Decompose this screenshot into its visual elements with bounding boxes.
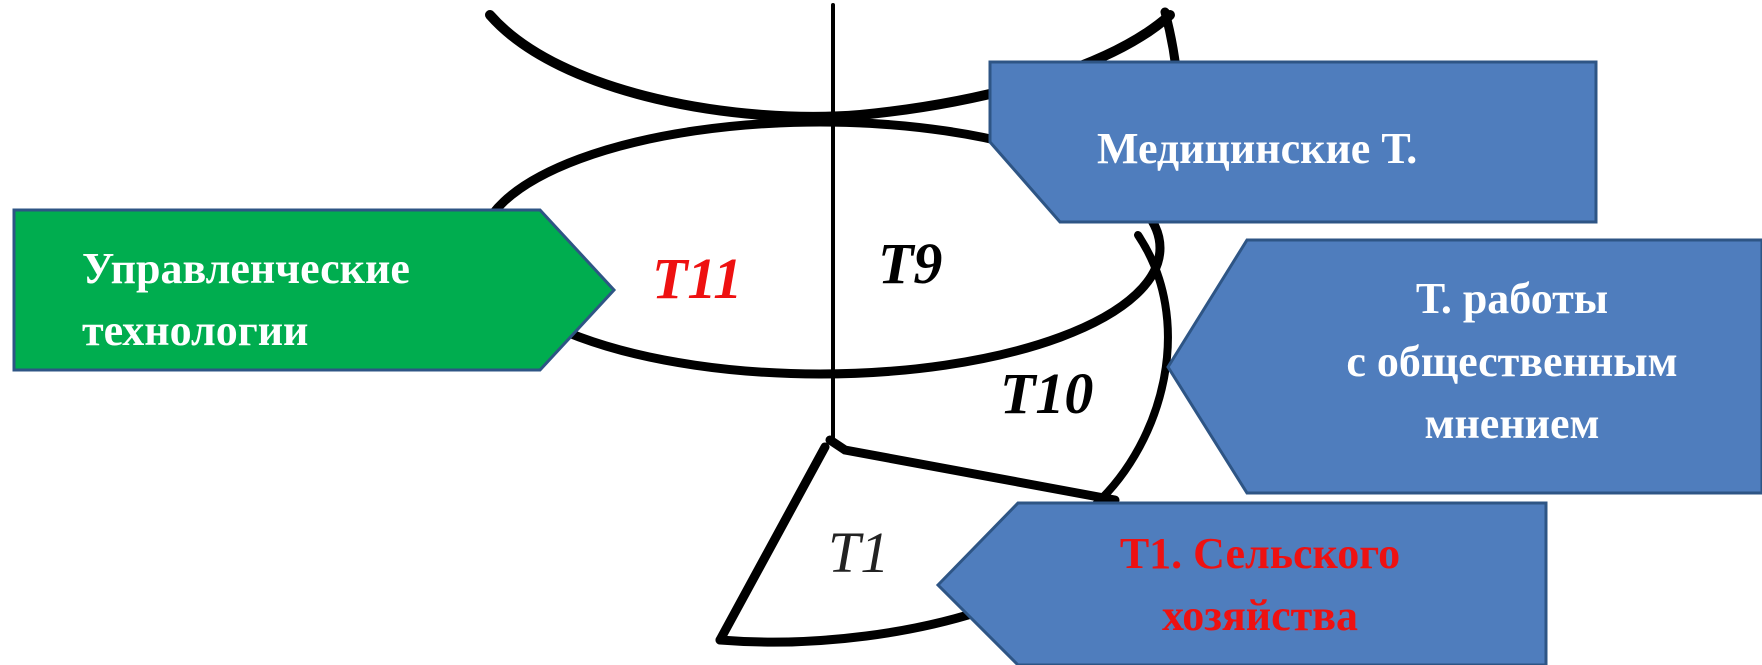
callout-public-opinion-line1: Т. работы xyxy=(1416,274,1608,323)
callout-agriculture-line1: Т1. Сельского xyxy=(1120,529,1400,578)
lower-right-outline xyxy=(1091,231,1172,509)
callout-medical: Медицинские Т. xyxy=(988,60,1598,224)
callout-agriculture-shape xyxy=(935,501,1548,665)
callout-public-opinion-line3: мнением xyxy=(1424,399,1599,448)
t1-left-edge xyxy=(715,442,830,645)
upper-ellipse-arc xyxy=(485,10,1175,122)
segment-label-t1: T1 xyxy=(828,520,889,585)
t10-t1-separator xyxy=(825,435,1120,505)
callout-public-opinion-line2: с общественным xyxy=(1346,337,1677,386)
t1-bottom-arc xyxy=(715,603,995,647)
callout-management-line1: Управленческие xyxy=(82,244,410,293)
callout-medical-line1: Медицинские Т. xyxy=(1097,124,1417,173)
callout-management-line2: технологии xyxy=(82,306,308,355)
callout-public-opinion: Т. работы с общественным мнением xyxy=(1166,238,1762,495)
callout-agriculture-line2: хозяйства xyxy=(1162,591,1358,640)
callout-agriculture: Т1. Сельского хозяйства xyxy=(935,501,1548,665)
callout-medical-shape xyxy=(988,60,1598,224)
callout-management-shape xyxy=(12,208,617,372)
segment-label-t10: T10 xyxy=(1000,361,1093,426)
segment-label-t11: T11 xyxy=(652,246,742,311)
segment-label-t9: T9 xyxy=(878,231,942,296)
callout-public-opinion-shape xyxy=(1166,238,1762,495)
callout-management: Управленческие технологии xyxy=(12,208,617,372)
